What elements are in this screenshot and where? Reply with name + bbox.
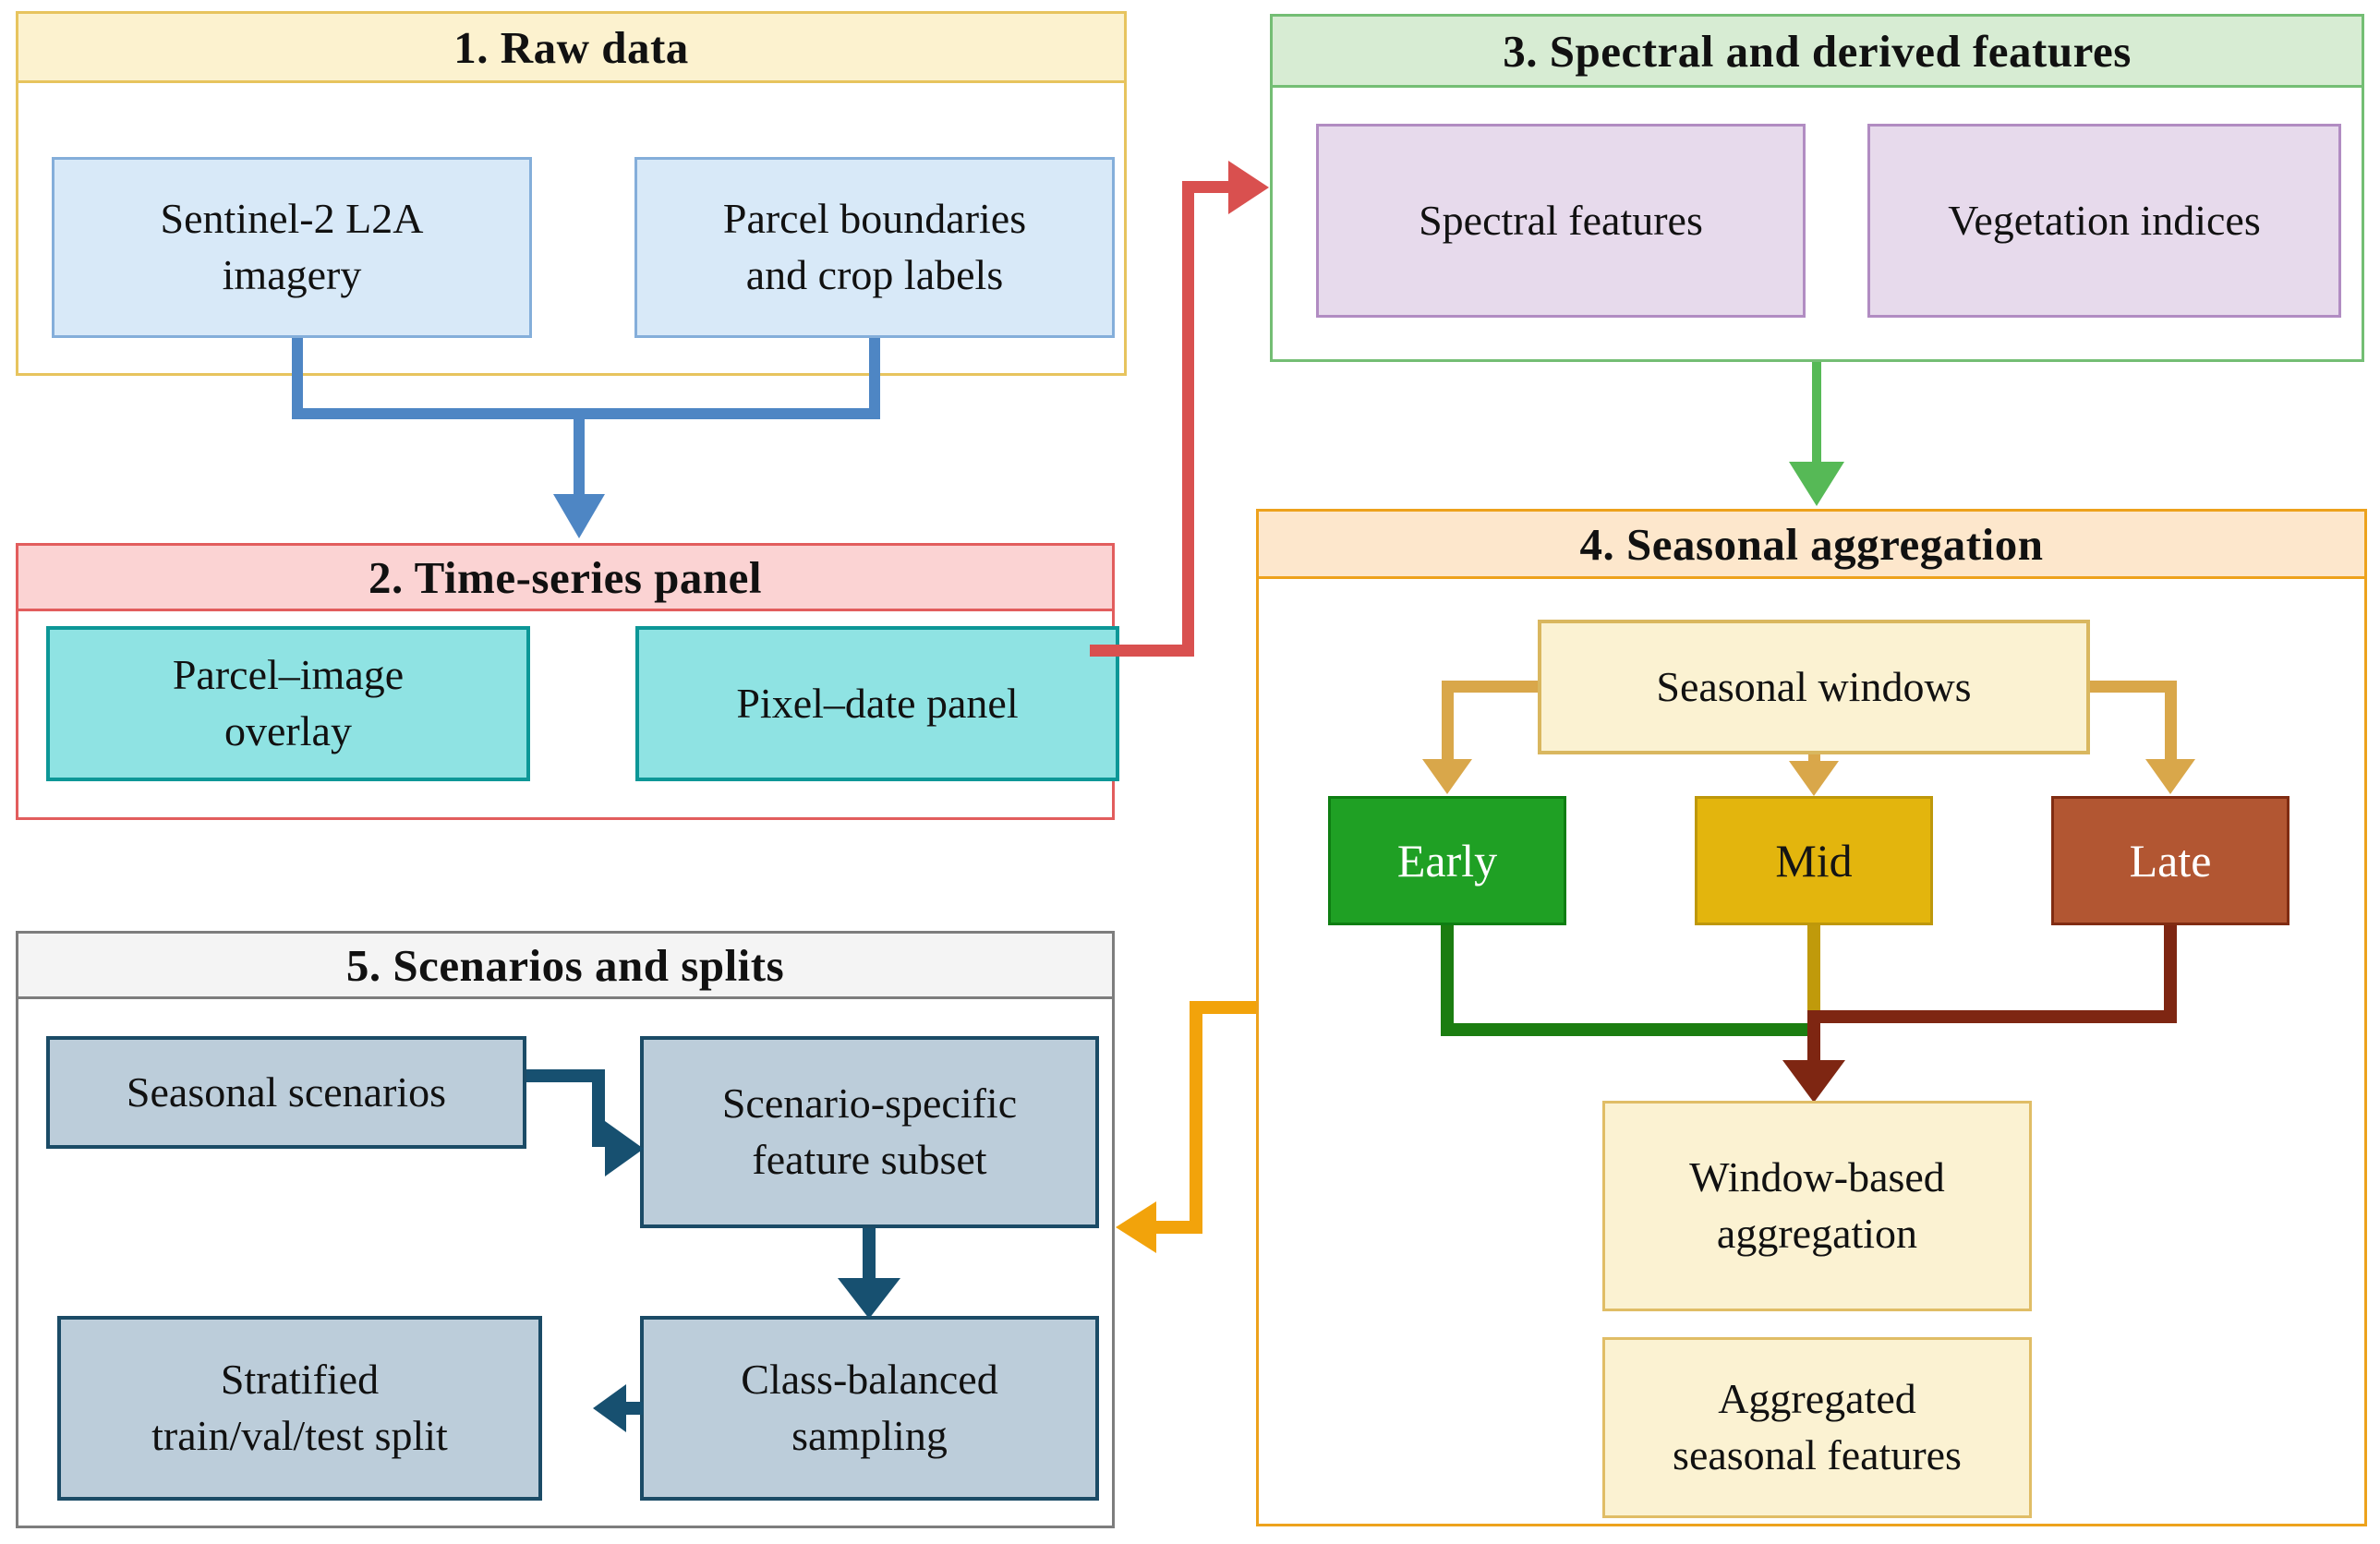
connector-blue-horizontal bbox=[292, 408, 880, 419]
node-late-window: Late bbox=[2051, 796, 2289, 925]
merge-green-vertical bbox=[1441, 925, 1454, 1036]
connector-navy-1-horizontal bbox=[526, 1069, 605, 1082]
section-raw-data-title: 1. Raw data bbox=[453, 21, 689, 73]
section-scenarios-splits-header: 5. Scenarios and splits bbox=[16, 931, 1115, 999]
node-aggregated-seasonal-features: Aggregated seasonal features bbox=[1602, 1337, 2032, 1518]
node-stratified-split: Stratified train/val/test split bbox=[57, 1316, 542, 1501]
merge-green-horizontal bbox=[1441, 1023, 1820, 1036]
node-seasonal-windows: Seasonal windows bbox=[1538, 620, 2090, 754]
merge-darkred-vertical bbox=[2164, 925, 2177, 1023]
arrowhead-gold-down-mid-icon bbox=[1789, 761, 1839, 796]
node-sentinel2-imagery: Sentinel-2 L2A imagery bbox=[52, 157, 532, 338]
connector-orange-vertical bbox=[1190, 1001, 1202, 1234]
node-class-balanced-sampling: Class-balanced sampling bbox=[640, 1316, 1099, 1501]
node-parcel-boundaries: Parcel boundaries and crop labels bbox=[634, 157, 1115, 338]
connector-navy-3-horizontal bbox=[624, 1402, 643, 1415]
connector-blue-left-vertical bbox=[292, 338, 303, 419]
section-seasonal-aggregation-header: 4. Seasonal aggregation bbox=[1256, 509, 2367, 579]
arrowhead-blue-down-icon bbox=[553, 494, 605, 538]
connector-orange-bottom-horizontal bbox=[1154, 1221, 1202, 1234]
node-parcel-image-overlay: Parcel–image overlay bbox=[46, 626, 530, 781]
merge-gold-vertical bbox=[1807, 925, 1820, 1023]
section-raw-data-header: 1. Raw data bbox=[16, 11, 1127, 83]
section-time-series-title: 2. Time-series panel bbox=[368, 551, 763, 603]
node-pixel-date-panel: Pixel–date panel bbox=[635, 626, 1119, 781]
node-seasonal-scenarios: Seasonal scenarios bbox=[46, 1036, 526, 1149]
arrowhead-gold-down-left-icon bbox=[1422, 759, 1472, 794]
section-spectral-features-title: 3. Spectral and derived features bbox=[1503, 25, 2132, 77]
node-spectral-features: Spectral features bbox=[1316, 124, 1806, 318]
connector-red-top-horizontal bbox=[1194, 181, 1229, 193]
arrowhead-darkred-down-icon bbox=[1782, 1060, 1845, 1103]
connector-gold-right-vertical bbox=[2165, 681, 2177, 759]
connector-blue-stem bbox=[574, 408, 585, 496]
connector-gold-left-horizontal bbox=[1442, 681, 1538, 693]
node-early-window: Early bbox=[1328, 796, 1566, 925]
merge-darkred-horizontal bbox=[1814, 1010, 2177, 1023]
arrowhead-gold-down-right-icon bbox=[2145, 759, 2195, 794]
arrowhead-navy-right-icon bbox=[605, 1121, 644, 1176]
connector-green-stem bbox=[1812, 362, 1821, 464]
arrowhead-orange-left-icon bbox=[1116, 1201, 1156, 1253]
connector-navy-1-vertical bbox=[592, 1069, 605, 1147]
section-spectral-features-header: 3. Spectral and derived features bbox=[1270, 14, 2364, 88]
node-vegetation-indices: Vegetation indices bbox=[1867, 124, 2341, 318]
connector-red-vertical bbox=[1182, 181, 1194, 657]
connector-gold-mid-vertical bbox=[1808, 754, 1820, 761]
arrowhead-navy-down-icon bbox=[838, 1278, 900, 1319]
section-seasonal-aggregation-title: 4. Seasonal aggregation bbox=[1579, 518, 2044, 570]
node-window-based-aggregation: Window-based aggregation bbox=[1602, 1101, 2032, 1311]
connector-gold-left-vertical bbox=[1442, 681, 1454, 759]
arrowhead-red-right-icon bbox=[1228, 161, 1269, 214]
arrowhead-green-down-icon bbox=[1789, 462, 1844, 506]
arrowhead-navy-left-icon bbox=[593, 1384, 626, 1432]
connector-red-exit-horizontal bbox=[1090, 645, 1194, 657]
connector-blue-right-vertical bbox=[869, 338, 880, 419]
merge-darkred-stem bbox=[1807, 1010, 1820, 1066]
node-mid-window: Mid bbox=[1695, 796, 1933, 925]
section-scenarios-splits-title: 5. Scenarios and splits bbox=[345, 939, 785, 991]
node-scenario-specific-feature-subset: Scenario-specific feature subset bbox=[640, 1036, 1099, 1228]
connector-orange-top-horizontal bbox=[1190, 1001, 1256, 1014]
connector-gold-right-horizontal bbox=[2090, 681, 2177, 693]
section-time-series-header: 2. Time-series panel bbox=[16, 543, 1115, 611]
connector-navy-2-vertical bbox=[863, 1228, 876, 1282]
